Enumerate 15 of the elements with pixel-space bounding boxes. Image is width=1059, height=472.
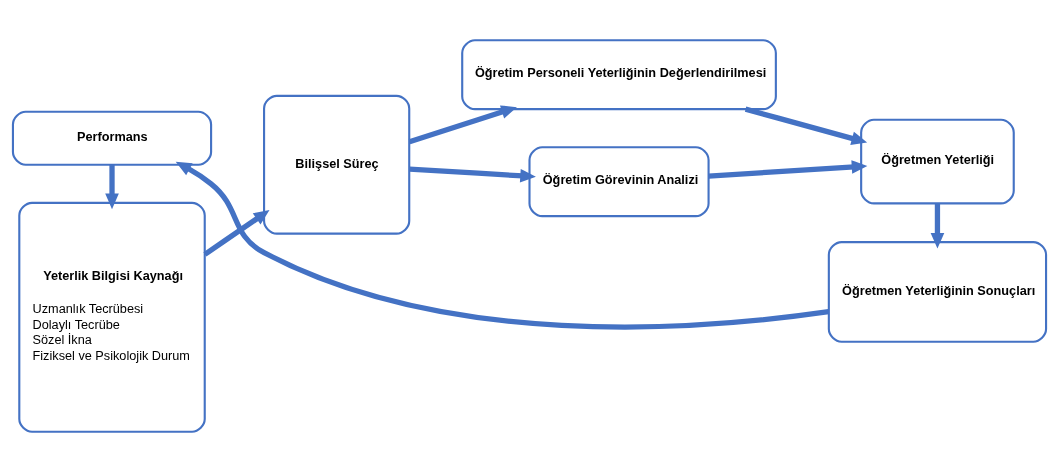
node-box: Öğretim Personeli Yeterliğinin Değerlendirilmesi [461, 39, 777, 111]
arrow [408, 105, 517, 145]
arrow [175, 161, 830, 330]
node-box: Öğretmen Yeterliği [860, 118, 1015, 205]
node-box: Öğretmen Yeterliğinin Sonuçları [827, 241, 1048, 343]
arrow [203, 210, 270, 257]
arrow [708, 160, 868, 179]
node-box: Öğretim Görevinin Analizi [528, 146, 710, 218]
node-box: Yeterlik Bilgisi Kaynağı Uzmanlık Tecrübesi Dolaylı Tecrübe Sözel İkna Fiziksel ve Psikolojik Durum [18, 201, 206, 433]
arrow [930, 203, 945, 249]
arrow [105, 164, 119, 210]
arrow [409, 166, 536, 183]
node-box: Performans [11, 110, 213, 166]
node-box: Bilişsel Süreç [263, 94, 411, 235]
arrow [744, 106, 868, 145]
